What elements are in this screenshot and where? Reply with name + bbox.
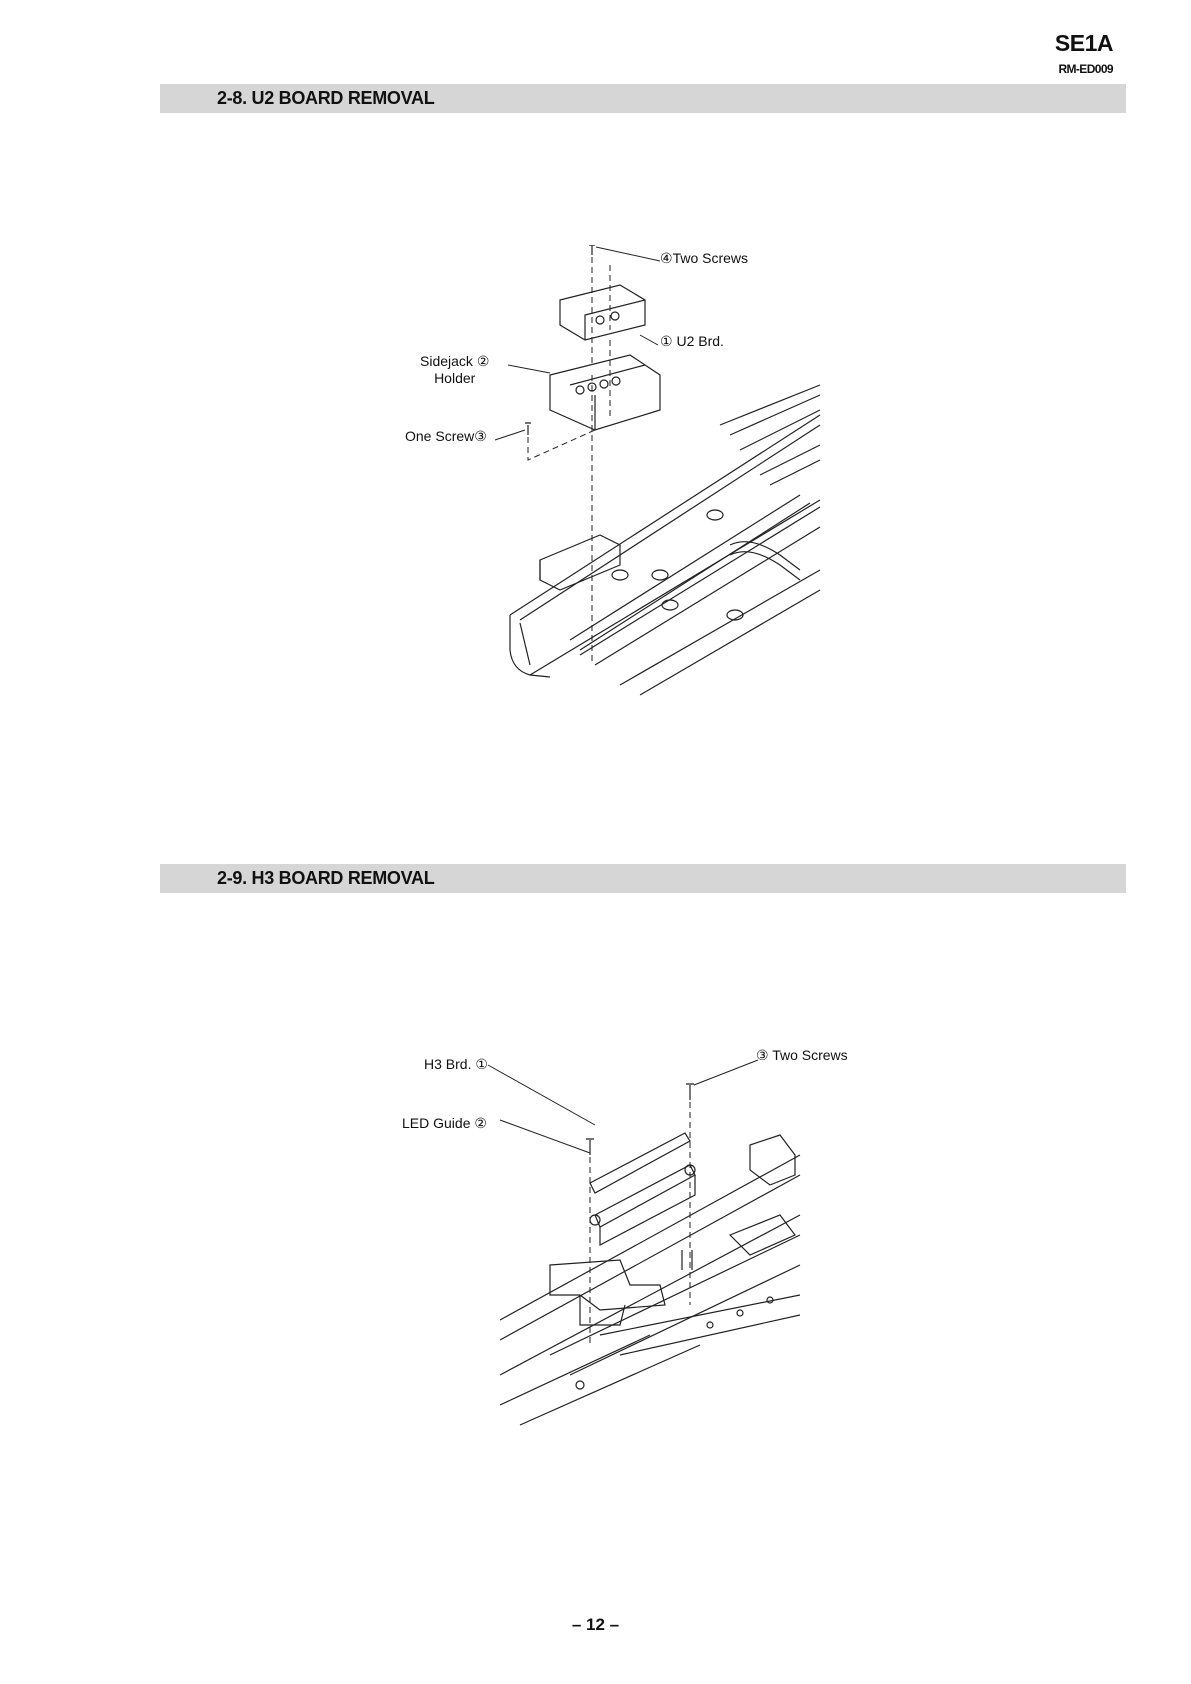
callout-text: Two Screws [673,250,748,266]
u2-removal-diagram: ④Two Screws ① U2 Brd. Sidejack ② Holder … [420,245,860,755]
h3-removal-diagram: ③ Two Screws H3 Brd. ① LED Guide ② [400,1055,880,1435]
page-number: – 12 – [0,1615,1191,1635]
callout-one-screw: One Screw③ [405,428,487,445]
section-title-h3: 2-9. H3 BOARD REMOVAL [217,868,434,889]
callout-text: U2 Brd. [676,333,723,349]
callout-number: ② [477,353,490,369]
callout-number: ③ [756,1047,769,1063]
callout-number: ① [660,333,673,349]
callout-text: LED Guide [402,1115,470,1131]
callout-text-line2: Holder [420,370,489,387]
callout-number: ③ [474,428,487,444]
callout-text: Two Screws [772,1047,847,1063]
callout-u2-board: ① U2 Brd. [660,333,724,350]
section-header-u2: 2-8. U2 BOARD REMOVAL [160,84,1126,113]
callout-number: ④ [660,250,673,266]
callout-text: Sidejack [420,353,473,369]
h3-exploded-view [400,1055,880,1435]
callout-h3-board: H3 Brd. ① [424,1056,488,1073]
callout-sidejack-holder: Sidejack ② Holder [420,353,489,387]
callout-number: ② [474,1115,487,1131]
model-name: SE1A [1055,30,1113,57]
section-header-h3: 2-9. H3 BOARD REMOVAL [160,864,1126,893]
callout-two-screws-u2: ④Two Screws [660,250,748,267]
callout-led-guide: LED Guide ② [402,1115,487,1132]
callout-two-screws-h3: ③ Two Screws [756,1047,848,1064]
callout-text: H3 Brd. [424,1056,471,1072]
document-number: RM-ED009 [1058,62,1113,76]
section-title-u2: 2-8. U2 BOARD REMOVAL [217,88,434,109]
u2-exploded-view [420,245,860,755]
callout-number: ① [475,1056,488,1072]
callout-text: One Screw [405,428,474,444]
